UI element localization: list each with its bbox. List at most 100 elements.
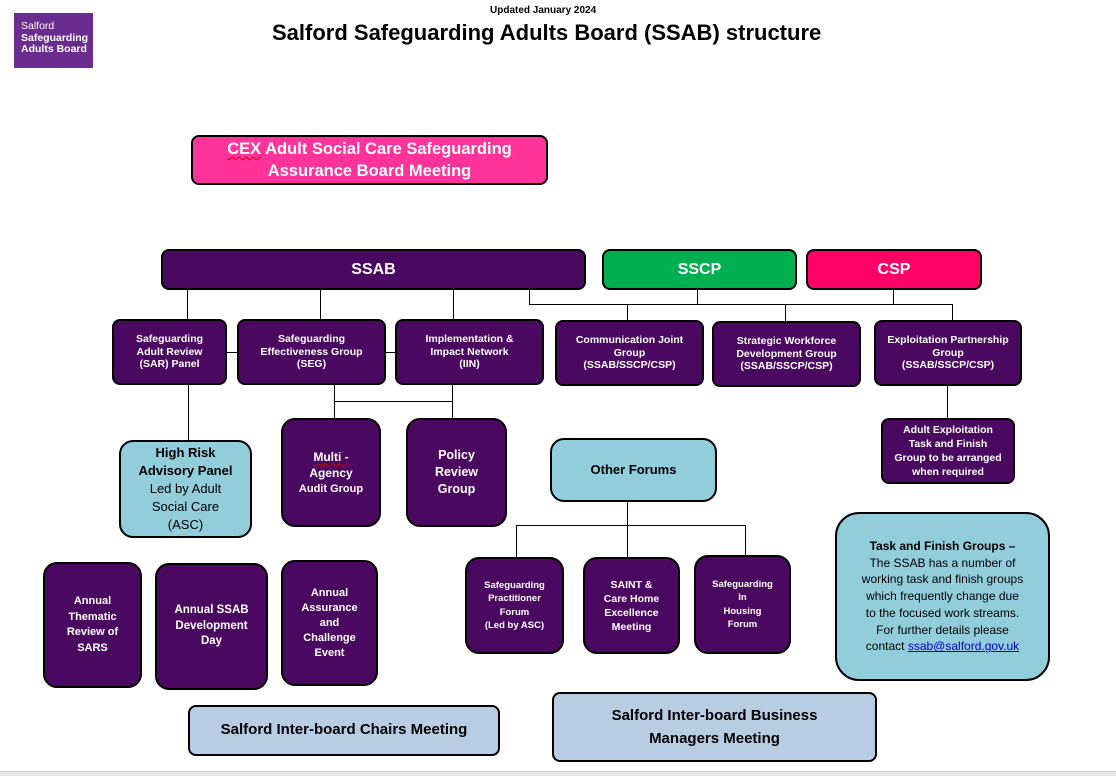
page-bottom-border — [0, 771, 1116, 776]
task-finish-body: which frequently change due — [866, 589, 1019, 604]
high-risk-body: Social Care — [151, 499, 220, 514]
task-finish-body: The SSAB has a number of — [869, 555, 1016, 570]
connector-iin-policy — [452, 384, 453, 420]
business-line: Managers Meeting — [649, 730, 780, 747]
connector-ssab-bus — [529, 290, 530, 304]
seg-box: Safeguarding Effectiveness Group (SEG) — [237, 319, 386, 385]
connector-bus-exploitation — [952, 304, 953, 322]
connector-otherforums-saint — [627, 501, 628, 559]
practitioner-line: Safeguarding — [484, 579, 545, 591]
ssab-box: SSAB — [161, 249, 586, 290]
adult-exploitation-line: when required — [912, 466, 984, 478]
csp-label: CSP — [877, 260, 911, 278]
annual-assurance-challenge-event-box: Annual Assurance and Challenge Event — [281, 560, 378, 686]
connector-seg-multi — [334, 384, 335, 420]
adult-exploitation-line: Group to be arranged — [894, 452, 1002, 464]
thematic-line: Thematic — [68, 610, 117, 623]
multi-agency-line: Audit Group — [298, 482, 364, 495]
practitioner-line: (Led by ASC) — [484, 620, 545, 631]
task-finish-contact-prefix: contact — [865, 639, 908, 654]
other-forums-label: Other Forums — [590, 462, 677, 478]
housing-line: Safeguarding — [712, 578, 773, 590]
cex-line-2: Assurance Board Meeting — [267, 162, 472, 180]
connector-sar-highrisk — [188, 384, 189, 442]
task-finish-body: For further details please — [876, 622, 1009, 637]
housing-line: In — [738, 592, 747, 603]
exploitation-line: Group — [932, 346, 964, 359]
business-line: Salford Inter-board Business — [611, 707, 818, 724]
connector-sar-seg — [225, 352, 239, 353]
housing-line: Forum — [727, 619, 758, 630]
connector-csp-bus — [893, 289, 894, 304]
connector-bus-housing — [745, 525, 746, 557]
updated-date: Updated January 2024 — [490, 5, 597, 16]
sar-line: Adult Review — [136, 345, 203, 358]
seg-line: Safeguarding — [277, 332, 346, 345]
iin-box: Implementation & Impact Network (IIN) — [395, 319, 544, 385]
high-risk-advisory-panel-box: High Risk Advisory Panel Led by Adult So… — [119, 440, 252, 538]
sar-panel-box: Safeguarding Adult Review (SAR) Panel — [112, 319, 227, 385]
policy-line: Review — [434, 465, 479, 479]
task-finish-title: Task and Finish Groups – — [869, 538, 1016, 553]
multi-agency-audit-group-box: Multi - Agency Audit Group — [281, 418, 381, 527]
cex-line-1: Adult Social Care Safeguarding — [261, 140, 512, 158]
assurance-line: and — [319, 616, 340, 629]
ssab-email-link[interactable]: ssab@salford.gov.uk — [907, 639, 1020, 654]
housing-line: Housing — [723, 605, 762, 617]
connector-bus-workforce — [785, 304, 786, 322]
assurance-line: Challenge — [303, 631, 356, 644]
logo-line-3: Adults Board — [21, 43, 87, 55]
saint-line: Care Home — [603, 592, 660, 605]
connector-otherforums-bus — [516, 525, 746, 526]
comm-line: Communication Joint — [575, 333, 684, 346]
connector-ssab-sar — [187, 290, 188, 320]
task-finish-body: to the focused work streams. — [865, 605, 1020, 620]
ssab-label: SSAB — [351, 260, 396, 278]
connector-sscp-bus — [697, 289, 698, 304]
inter-board-chairs-meeting-box: Salford Inter-board Chairs Meeting — [188, 705, 500, 756]
sar-line: (SAR) Panel — [139, 358, 200, 371]
iin-line: Impact Network — [430, 345, 509, 358]
connector-ssab-seg — [320, 290, 321, 320]
comm-line: Group — [613, 346, 646, 359]
practitioner-line: Forum — [499, 606, 530, 618]
sscp-box: SSCP — [602, 249, 797, 290]
practitioner-line: Practitioner — [488, 593, 541, 604]
connector-bus-practitioner — [516, 525, 517, 559]
communication-joint-group-box: Communication Joint Group (SSAB/SSCP/CSP… — [555, 320, 704, 386]
task-finish-groups-box: Task and Finish Groups – The SSAB has a … — [835, 512, 1050, 681]
task-finish-body: working task and finish groups — [861, 572, 1024, 587]
saint-line: Meeting — [611, 620, 652, 633]
adult-exploitation-line: Task and Finish — [908, 438, 988, 450]
saint-line: Excellence — [604, 606, 659, 619]
iin-line: Implementation & — [425, 332, 514, 345]
chairs-label: Salford Inter-board Chairs Meeting — [220, 721, 468, 739]
exploitation-line: (SSAB/SSCP/CSP) — [901, 359, 995, 372]
page-title: Salford Safeguarding Adults Board (SSAB)… — [272, 20, 822, 45]
logo-line-2: Safeguarding — [21, 31, 89, 44]
other-forums-box: Other Forums — [550, 438, 717, 502]
policy-line: Group — [437, 482, 476, 496]
dev-day-line: Development — [175, 619, 248, 632]
safeguarding-practitioner-forum-box: Safeguarding Practitioner Forum (Led by … — [465, 557, 564, 654]
connector-bus-comm — [627, 304, 628, 322]
workforce-line: (SSAB/SSCP/CSP) — [740, 360, 833, 373]
dev-day-line: Day — [200, 635, 223, 648]
policy-review-group-box: Policy Review Group — [406, 418, 507, 527]
multi-agency-line: Multi - — [313, 449, 349, 464]
high-risk-body: Led by Adult — [149, 481, 222, 496]
strategic-workforce-group-box: Strategic Workforce Development Group (S… — [712, 321, 861, 387]
policy-line: Policy — [438, 448, 475, 462]
thematic-line: SARS — [77, 641, 108, 654]
connector-shared-bus — [529, 304, 953, 305]
ssab-logo: Salford Safeguarding Adults Board — [14, 13, 93, 68]
saint-line: SAINT & — [610, 578, 653, 591]
assurance-line: Event — [314, 646, 345, 659]
csp-box: CSP — [806, 249, 982, 290]
connector-multi-policy-bus — [334, 401, 452, 402]
safeguarding-in-housing-forum-box: Safeguarding In Housing Forum — [694, 555, 791, 654]
connector-ssab-iin — [453, 290, 454, 320]
dev-day-line: Annual SSAB — [174, 604, 249, 617]
adult-exploitation-line: Adult Exploitation — [903, 424, 993, 436]
high-risk-body: (ASC) — [167, 517, 204, 532]
